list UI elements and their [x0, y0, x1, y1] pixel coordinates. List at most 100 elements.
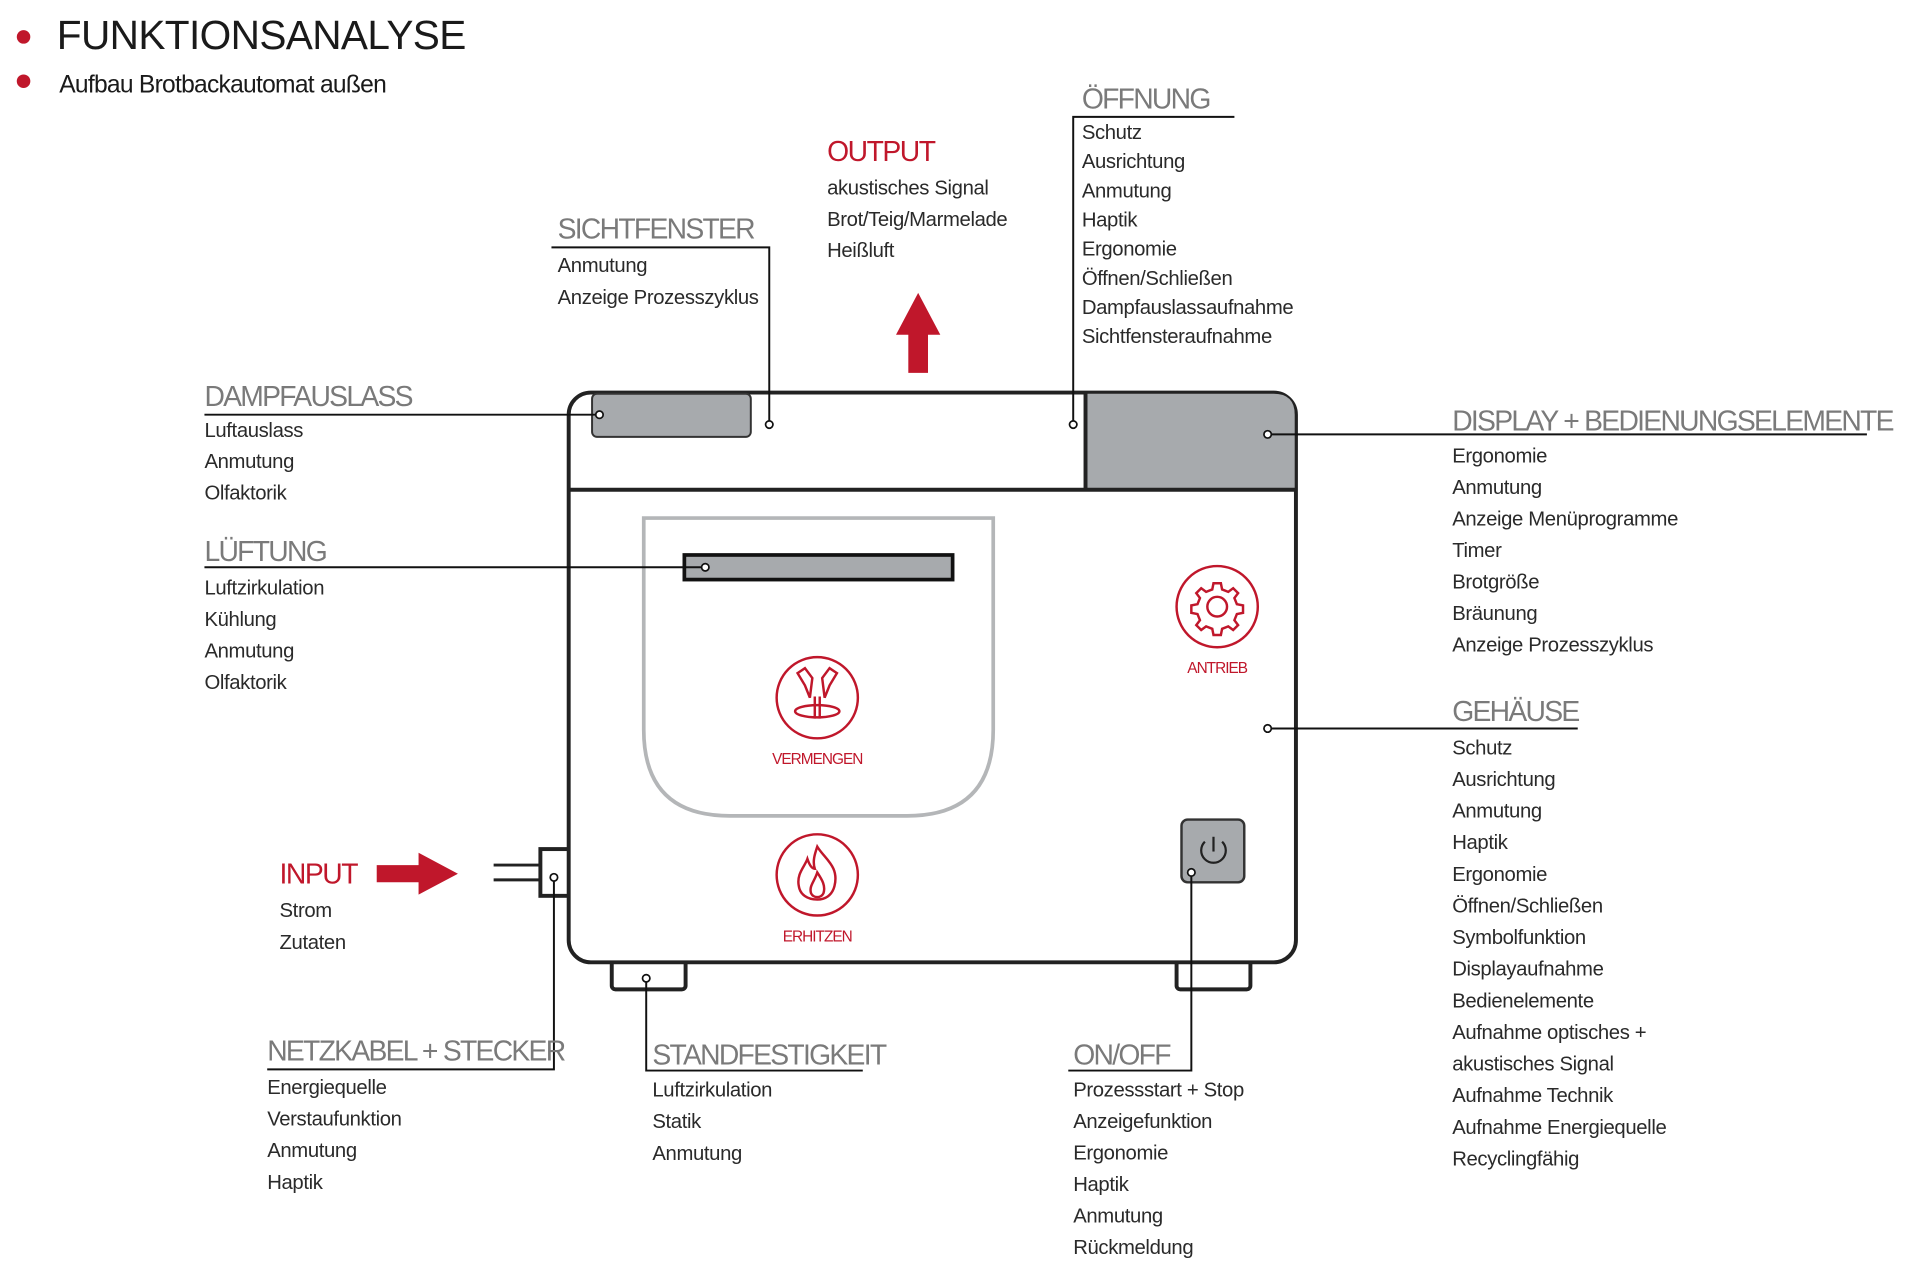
netzkabel-heading: NETZKABEL + STECKER — [267, 1035, 566, 1067]
oeffnung-item: Anmutung — [1082, 180, 1172, 202]
lueftung-heading: LÜFTUNG — [204, 535, 326, 567]
gehaeuse-item: akustisches Signal — [1452, 1054, 1613, 1076]
input-arrow-icon — [376, 852, 458, 895]
vermengen-icon — [775, 655, 860, 740]
foot-right — [1174, 957, 1253, 992]
onoff-heading: ON/OFF — [1073, 1038, 1171, 1070]
dampfauslass-item: Olfaktorik — [204, 483, 287, 505]
display-item: Brotgröße — [1452, 572, 1539, 594]
sichtfenster-heading: SICHTFENSTER — [558, 213, 756, 245]
oeffnung-heading: ÖFFNUNG — [1082, 82, 1210, 114]
standfestigkeit-item: Statik — [652, 1111, 702, 1133]
oeffnung-item: Öffnen/Schließen — [1082, 268, 1233, 290]
input-item: Zutaten — [280, 932, 346, 954]
lueftung-item: Anmutung — [204, 641, 294, 663]
netzkabel-item: Verstaufunktion — [267, 1109, 401, 1131]
standfestigkeit-item: Luftzirkulation — [652, 1079, 772, 1101]
oeffnung-item: Ergonomie — [1082, 239, 1177, 261]
vermengen-label: VERMENGEN — [772, 751, 862, 768]
input-heading: INPUT — [280, 858, 359, 890]
page-title: FUNKTIONSANALYSE — [57, 12, 466, 58]
output-item: Heißluft — [827, 240, 895, 262]
label-group-netzkabel: NETZKABEL + STECKER EnergiequelleVerstauf… — [267, 1035, 567, 1194]
power-button[interactable] — [1180, 818, 1246, 884]
oeffnung-item: Haptik — [1082, 210, 1139, 232]
gehaeuse-item: Schutz — [1452, 737, 1512, 759]
flame-icon — [775, 833, 860, 917]
plug-socket — [538, 847, 572, 898]
sichtfenster-item: Anmutung — [558, 255, 648, 277]
oeffnung-item: Ausrichtung — [1082, 151, 1185, 173]
gehaeuse-item: Anmutung — [1452, 801, 1542, 823]
bread-maker-illustration: VERMENGEN ERHITZEN ANTRIEB — [493, 390, 1298, 992]
onoff-item: Ergonomie — [1073, 1142, 1168, 1164]
leader-lines — [204, 115, 1867, 1072]
input-item: Strom — [280, 900, 332, 922]
output-item: Brot/Teig/Marmelade — [827, 209, 1007, 231]
title-bullet — [16, 30, 31, 44]
gehaeuse-item: Ergonomie — [1452, 864, 1547, 886]
display-item: Anzeige Menüprogramme — [1452, 509, 1678, 531]
label-group-gehaeuse: GEHÄUSE SchutzAusrichtungAnmutungHaptikEr… — [1452, 695, 1667, 1170]
oeffnung-item: Dampfauslassaufnahme — [1082, 297, 1294, 319]
output-item: akustisches Signal — [827, 177, 988, 199]
dampfauslass-item: Anmutung — [204, 451, 294, 473]
gehaeuse-item: Bedienelemente — [1452, 990, 1594, 1012]
viewing-window — [641, 516, 996, 818]
label-group-display: DISPLAY + BEDIENUNGSELEMENTE ErgonomieAnm… — [1452, 405, 1895, 657]
page-subtitle: Aufbau Brotbackautomat außen — [59, 71, 386, 98]
onoff-item: Haptik — [1073, 1174, 1130, 1196]
lueftung-item: Kühlung — [204, 609, 276, 631]
onoff-item: Rückmeldung — [1073, 1237, 1193, 1259]
standfestigkeit-heading: STANDFESTIGKEIT — [652, 1038, 886, 1070]
label-group-dampfauslass: DAMPFAUSLASS LuftauslassAnmutungOlfaktori… — [204, 380, 414, 505]
gehaeuse-item: Öffnen/Schließen — [1452, 895, 1603, 917]
gehaeuse-item: Aufnahme optisches + — [1452, 1022, 1646, 1044]
netzkabel-item: Anmutung — [267, 1140, 357, 1162]
gehaeuse-item: Aufnahme Technik — [1452, 1085, 1614, 1107]
gehaeuse-item: Haptik — [1452, 832, 1509, 854]
lueftung-item: Luftzirkulation — [204, 577, 324, 599]
output-heading: OUTPUT — [827, 135, 936, 167]
display-heading: DISPLAY + BEDIENUNGSELEMENTE — [1452, 405, 1893, 437]
gehaeuse-item: Aufnahme Energiequelle — [1452, 1117, 1666, 1139]
onoff-item: Anzeigefunktion — [1073, 1111, 1212, 1133]
onoff-item: Anmutung — [1073, 1205, 1163, 1227]
output-arrow-icon — [896, 292, 941, 373]
dampfauslass-item: Luftauslass — [204, 420, 303, 442]
steam-vent — [591, 392, 752, 438]
display-item: Anzeige Prozesszyklus — [1452, 635, 1653, 657]
display-item: Anmutung — [1452, 477, 1542, 499]
lueftung-item: Olfaktorik — [204, 672, 287, 694]
antrieb-label: ANTRIEB — [1187, 660, 1247, 677]
gehaeuse-item: Recyclingfähig — [1452, 1148, 1579, 1170]
dampfauslass-heading: DAMPFAUSLASS — [204, 380, 412, 412]
gehaeuse-item: Symbolfunktion — [1452, 927, 1586, 949]
oeffnung-item: Schutz — [1082, 122, 1142, 144]
display-panel — [1085, 393, 1295, 490]
netzkabel-item: Haptik — [267, 1172, 324, 1194]
onoff-item: Prozessstart + Stop — [1073, 1079, 1244, 1101]
label-group-oeffnung: ÖFFNUNG SchutzAusrichtungAnmutungHaptikEr… — [1082, 82, 1294, 348]
housing — [566, 390, 1298, 965]
sichtfenster-item: Anzeige Prozesszyklus — [558, 287, 759, 309]
gehaeuse-item: Ausrichtung — [1452, 769, 1555, 791]
netzkabel-item: Energiequelle — [267, 1077, 386, 1099]
display-item: Timer — [1452, 540, 1502, 562]
label-group-lueftung: LÜFTUNG LuftzirkulationKühlungAnmutungOlf… — [204, 535, 327, 694]
display-item: Ergonomie — [1452, 446, 1547, 468]
erhitzen-label: ERHITZEN — [783, 928, 852, 945]
gehaeuse-item: Displayaufnahme — [1452, 959, 1603, 981]
gehaeuse-heading: GEHÄUSE — [1452, 695, 1579, 727]
power-icon — [1200, 836, 1227, 864]
standfestigkeit-item: Anmutung — [652, 1143, 742, 1165]
ventilation-slot — [682, 553, 955, 582]
oeffnung-item: Sichtfensteraufnahme — [1082, 326, 1272, 348]
label-group-output: OUTPUT akustisches SignalBrot/Teig/Marmel… — [827, 135, 1008, 262]
label-group-onoff: ON/OFF Prozessstart + StopAnzeigefunktion… — [1073, 1038, 1244, 1259]
label-group-standfestigkeit: STANDFESTIGKEIT LuftzirkulationStatikAnmu… — [652, 1038, 888, 1165]
gear-icon — [1175, 564, 1260, 649]
